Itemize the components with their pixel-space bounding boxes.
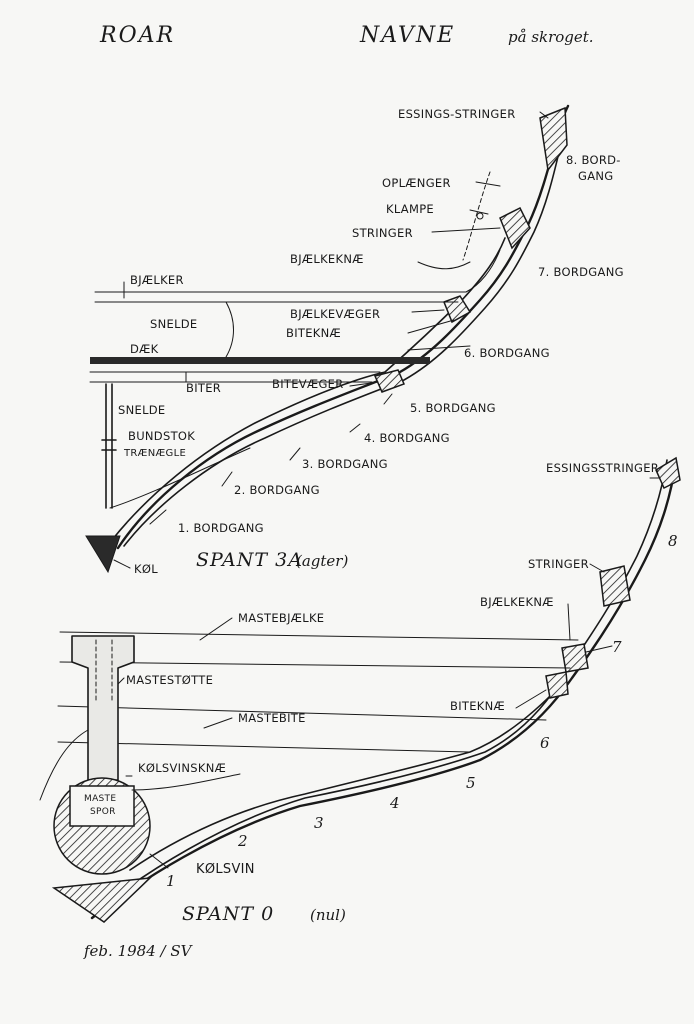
caption-spant-3a-sub: (agter) [296,552,348,570]
label-mastebite: MASTEBITE [238,711,306,725]
stringer-block [499,206,531,250]
label-mastestotte: MASTESTØTTE [126,673,213,687]
keel-lower [51,877,153,923]
label-klampe: KLAMPE [386,202,434,216]
label-daek: DÆK [130,342,159,356]
label-stringer: STRINGER [352,226,413,240]
label-essings-stringer: ESSINGS-STRINGER [398,107,516,121]
snelde-1 [225,301,234,358]
num-6: 6 [540,734,550,752]
label-kolsvinsknae: KØLSVINSKNÆ [138,761,226,775]
klampe-mark [476,212,484,220]
bitevaeger-block [373,369,406,393]
hull-skin-lower [90,460,678,920]
caption-spant-0-sub: (nul) [310,906,346,924]
maste-spor-box [69,785,135,827]
essings-stringer-block [539,106,568,172]
label-snelde-1: SNELDE [150,317,198,331]
label-oplaenger: OPLÆNGER [382,176,451,190]
num-7: 7 [612,638,622,656]
num-4: 4 [389,794,400,812]
label-snelde-2: SNELDE [118,403,166,417]
title-subtitle: på skroget. [508,28,594,46]
hull-skin-inner-lower [97,459,668,911]
label-bjaelkevaeger: BJÆLKEVÆGER [290,307,380,321]
kolsvinsknae-left [39,729,89,801]
title-roar: ROAR [99,23,175,48]
frame-inner-lower [129,685,561,871]
label-bord2: 2. BORDGANG [234,483,320,497]
keel-upper [85,535,121,574]
caption-spant-0: SPANT 0 [182,903,274,925]
label-kolsvin: KØLSVIN [196,862,255,877]
label-bord5: 5. BORDGANG [410,401,496,415]
title-navne: NAVNE [359,23,455,48]
num-1: 1 [166,872,176,890]
label-bord7: 7. BORDGANG [538,265,624,279]
snelde-2 [101,383,117,509]
frame-inner-upper [111,237,506,541]
label-maste-spor-b: SPOR [90,807,116,817]
frame-0: ESSINGSSTRINGER 8 STRINGER BJÆLKEKNÆ MAS… [39,456,681,925]
label-bitevaeger: BITEVÆGER [272,377,344,391]
label-pointers-lower [117,477,661,869]
label-biteknae-lower: BITEKNÆ [450,699,505,713]
bjaelkeknae-curve [465,249,501,293]
label-bord3: 3. BORDGANG [302,457,388,471]
oplaenger-dashed [462,171,491,261]
mastebite-top [57,705,547,721]
bundstok-curve [109,447,251,509]
label-maste-spor-a: MASTE [84,794,116,804]
bjaelkeknae-block [561,643,589,673]
biteknae-block [545,671,569,699]
label-bord6: 6. BORDGANG [464,346,550,360]
label-pointers-upper [113,111,549,569]
stringer-block-lower [599,565,631,607]
label-traenaegle: TRÆNÆGLE [123,448,186,459]
bjaelkevaeger-block [443,295,472,324]
label-biter: BITER [186,381,221,395]
num-2: 2 [237,832,248,850]
essingsstringer-block [655,456,681,490]
deck-plank [90,357,430,364]
mastestotte-dashed [95,639,113,701]
label-biteknae: BITEKNÆ [286,326,341,340]
label-bord8-a: 8. BORD- [566,153,621,167]
mastebjaelke-top [59,631,579,641]
label-bord1: 1. BORDGANG [178,521,264,535]
num-8: 8 [668,532,678,550]
label-bjaelker: BJÆLKER [130,273,184,287]
label-stringer-lower: STRINGER [528,557,589,571]
signature: feb. 1984 / SV [83,942,194,960]
label-essingsstringer: ESSINGSSTRINGER [546,461,659,475]
label-bjaelkeknae-lower: BJÆLKEKNÆ [480,595,554,609]
num-5: 5 [466,774,476,792]
kolsvinsknae-curve [131,773,241,791]
mastebite-bottom [57,741,471,753]
label-kol: KØL [134,562,158,576]
label-bord8-b: GANG [578,169,614,183]
frame-3a: ESSINGS-STRINGER 8. BORD- GANG OPLÆNGER … [85,104,624,576]
label-bord4: 4. BORDGANG [364,431,450,445]
caption-spant-3a: SPANT 3A [196,549,303,571]
mastebjaelke-bottom [59,661,571,669]
num-3: 3 [314,814,324,832]
label-bjaelkeknae: BJÆLKEKNÆ [290,252,364,266]
label-bundstok: BUNDSTOK [128,429,195,443]
label-mastebjaelke: MASTEBJÆLKE [238,611,324,625]
